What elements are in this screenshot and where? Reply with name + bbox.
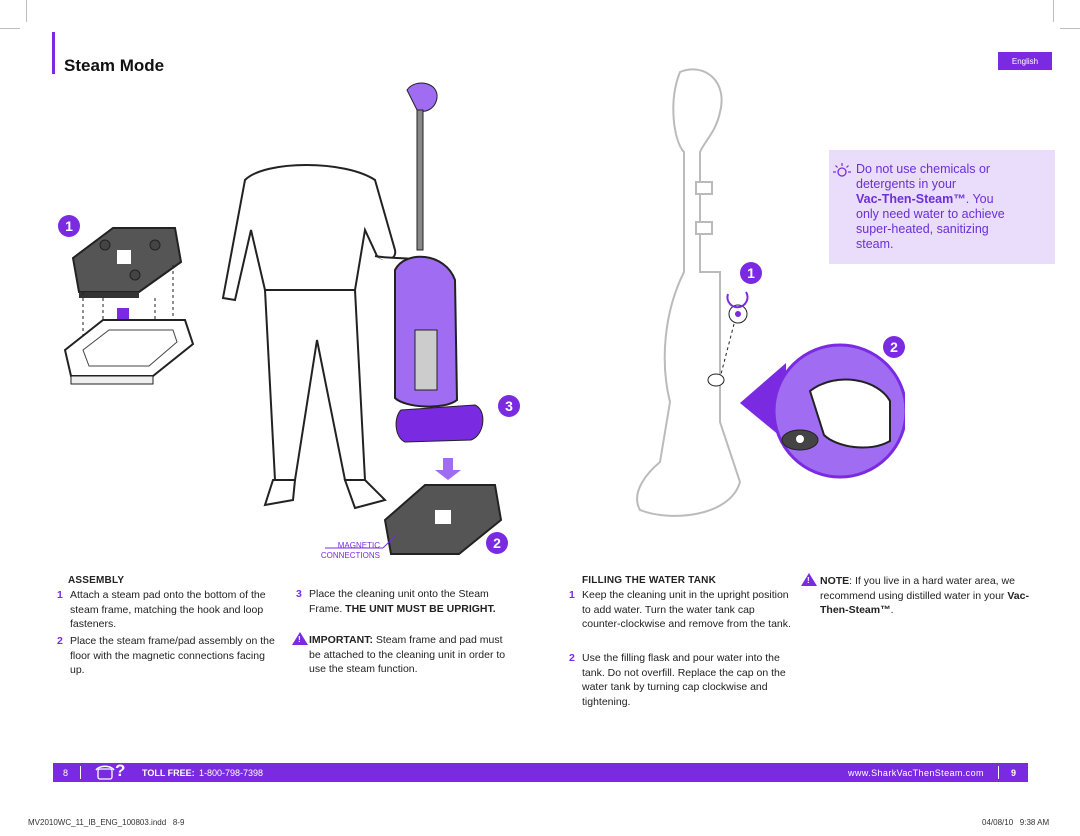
divider xyxy=(998,766,999,779)
rotate-arrow-icon xyxy=(726,291,749,309)
tip-line: detergents in your xyxy=(856,177,957,191)
step-text: Use the filling flask and pour water int… xyxy=(582,652,786,708)
lightbulb-icon xyxy=(833,163,851,177)
magnetic-connections-label: MAGNETIC CONNECTIONS xyxy=(302,541,380,561)
assembly-step-1: 1 Attach a steam pad onto the bottom of … xyxy=(57,588,280,632)
steam-pad xyxy=(63,319,195,385)
filling-heading: FILLING THE WATER TANK xyxy=(582,575,717,586)
step-number: 2 xyxy=(57,635,63,647)
crop-mark xyxy=(1053,0,1054,22)
note-body: : If you live in a hard water area, we r… xyxy=(820,575,1015,602)
warning-icon xyxy=(292,632,308,645)
help-question-mark-icon: ? xyxy=(115,761,126,780)
toll-free-label: TOLL FREE: xyxy=(142,768,195,778)
phone-icon xyxy=(95,765,115,780)
steam-frame xyxy=(71,227,183,298)
step-text: Keep the cleaning unit in the upright po… xyxy=(582,589,791,630)
step-text: Attach a steam pad onto the bottom of th… xyxy=(70,589,266,630)
crop-mark xyxy=(1060,28,1080,29)
print-datetime: 04/08/10 9:38 AM xyxy=(982,818,1050,827)
brand-name: Vac-Then-Steam™ xyxy=(820,589,1029,617)
print-file-info: MV2010WC_11_IB_ENG_100803.indd 8-9 xyxy=(28,818,185,827)
cap-icon xyxy=(728,304,748,324)
page-number-left: 8 xyxy=(63,768,69,778)
assembly-step-2: 2 Place the steam frame/pad assembly on … xyxy=(57,634,280,678)
website-link[interactable]: www.SharkVacThenSteam.com xyxy=(848,768,984,778)
important-label: IMPORTANT: xyxy=(309,634,373,646)
step-number: 2 xyxy=(569,652,575,664)
brand-name: Vac-Then-Steam™ xyxy=(856,192,966,206)
tip-line: Do not use chemicals or xyxy=(856,162,991,176)
step-number: 1 xyxy=(57,589,63,601)
note-text: NOTE: If you live in a hard water area, … xyxy=(820,575,1029,617)
warning-mark: ! xyxy=(807,576,810,585)
crop-mark xyxy=(26,0,27,22)
tip-line: steam. xyxy=(856,237,894,251)
important-note: IMPORTANT: Steam frame and pad must be a… xyxy=(309,633,509,677)
magnetic-connections-pointer xyxy=(325,535,396,549)
important-text: Steam frame and pad must be attached to … xyxy=(309,634,506,675)
note-label: NOTE xyxy=(820,575,850,587)
step-marker-2: 2 xyxy=(486,532,508,554)
warning-mark: ! xyxy=(298,635,301,644)
steam-frame-floor xyxy=(383,484,503,555)
toll-free-number[interactable]: 1-800-798-7398 xyxy=(199,768,264,778)
assembly-heading: ASSEMBLY xyxy=(68,575,125,586)
assembly-step-3: 3 Place the cleaning unit onto the Steam… xyxy=(296,587,509,616)
step-marker-1: 1 xyxy=(58,215,80,237)
page-number-right: 9 xyxy=(1011,768,1017,778)
footer-bar: 8 ? TOLL FREE: 1-800-798-7398 www.SharkV… xyxy=(53,761,1028,782)
dashed-guide xyxy=(719,323,735,379)
assembly-illustration xyxy=(63,82,503,555)
step-number: 3 xyxy=(296,588,302,600)
crop-mark xyxy=(0,28,20,29)
tip-text: Do not use chemicals or detergents in yo… xyxy=(856,162,1052,252)
filling-step-1: 1 Keep the cleaning unit in the upright … xyxy=(569,588,792,632)
title-accent-bar xyxy=(52,32,55,74)
zoom-detail-icon xyxy=(740,343,905,479)
person-figure xyxy=(221,164,429,510)
step-text: Place the steam frame/pad assembly on th… xyxy=(70,635,275,676)
warning-icon xyxy=(801,573,817,586)
step-text-emphasis: THE UNIT MUST BE UPRIGHT. xyxy=(345,602,496,615)
language-tab[interactable]: English xyxy=(998,52,1052,70)
step-text: Place the cleaning unit onto the Steam F… xyxy=(309,588,489,615)
step-number: 1 xyxy=(569,589,575,601)
divider xyxy=(80,766,81,779)
step-marker-2: 2 xyxy=(883,336,905,358)
step-marker-1: 1 xyxy=(740,262,762,284)
magnetic-label-line2: CONNECTIONS xyxy=(320,551,380,560)
tip-line: Vac-Then-Steam™. You xyxy=(856,192,994,206)
water-tank-illustration xyxy=(636,68,749,517)
step-marker-3: 3 xyxy=(498,395,520,417)
tank-opening xyxy=(707,373,725,387)
magnetic-label-line1: MAGNETIC xyxy=(337,541,380,550)
down-arrow-icon xyxy=(435,458,461,480)
tip-box xyxy=(829,150,1055,264)
tip-line: only need water to achieve xyxy=(856,207,1005,221)
filling-step-2: 2 Use the filling flask and pour water i… xyxy=(569,651,792,709)
tip-line: super-heated, sanitizing xyxy=(856,222,989,236)
page-title: Steam Mode xyxy=(64,56,165,75)
vacuum-illustration xyxy=(394,82,484,443)
